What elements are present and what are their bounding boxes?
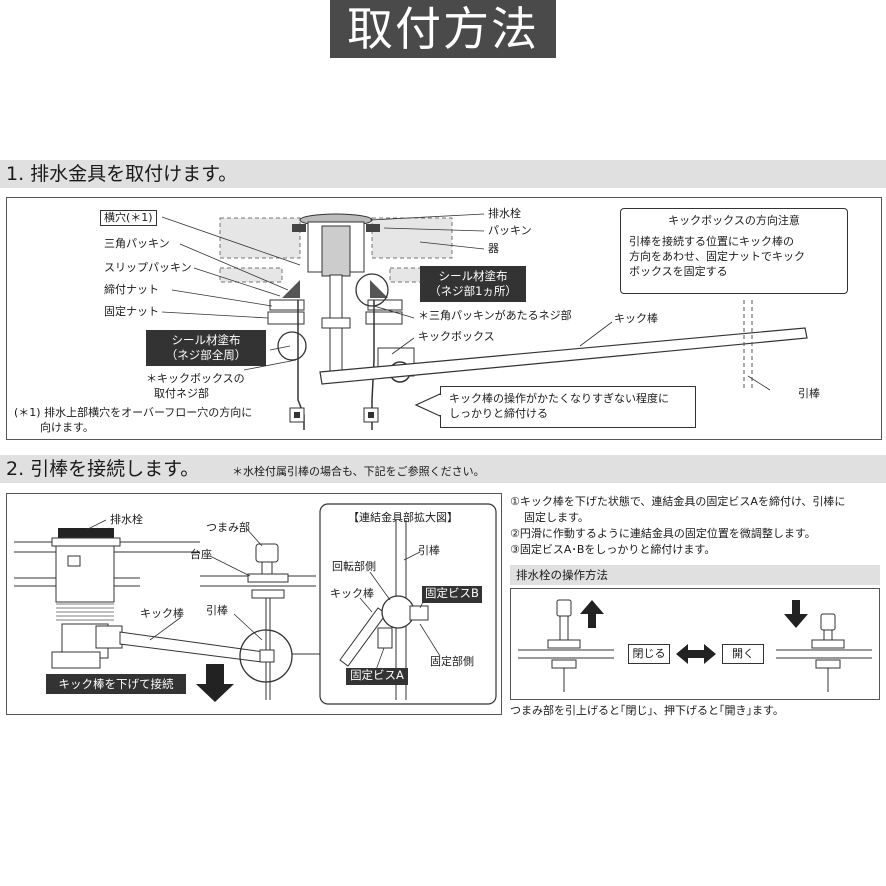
section-2-bar [0,455,886,483]
footnote-line2: 向けます。 [40,421,94,434]
label-yokoana: 横穴(＊1) [100,210,157,226]
caution-box: キックボックスの方向注意 引棒を接続する位置にキック棒の 方向をあわせ、固定ナッ… [620,208,848,294]
label-slip-packing: スリップパッキン [104,261,192,274]
s2-label-tsumami: つまみ部 [206,521,250,534]
close-label: 閉じる [628,644,670,664]
s2-label-kickbar: キック棒 [140,607,184,620]
seal-callout-right: シール材塗布 （ネジ部1ヵ所） [420,266,526,302]
seal-left-line1: シール材塗布 [171,333,241,347]
tighten-line2: しっかりと締付ける [449,407,548,420]
section-2-heading: 2. 引棒を接続します。 [6,458,200,480]
operation-note: つまみ部を引上げると｢閉じ｣、押下げると｢開き｣ます。 [510,704,784,717]
section-1-heading: 1. 排水金具を取付けます。 [6,163,238,185]
tighten-pointer-icon [414,393,442,417]
seal-left-line2: （ネジ部全周） [165,348,247,362]
zoom-label-kotei-b: 固定ビスB [422,586,482,603]
step3: ③固定ビスA･Bをしっかりと締付けます。 [510,543,716,556]
label-kickbar: キック棒 [614,312,658,325]
open-label: 開く [722,644,764,664]
tighten-line1: キック棒の操作がかたくなりすぎない程度に [449,392,669,405]
seal-callout-left: シール材塗布 （ネジ部全周） [146,330,266,366]
s2-label-daiza: 台座 [190,548,212,561]
label-hikibou: 引棒 [798,387,820,400]
kickbox-note-line2: 取付ネジ部 [154,387,209,400]
label-triangle-note: ＊三角パッキンがあたるネジ部 [418,309,572,322]
tighten-box: キック棒の操作がかたくなりすぎない程度に しっかりと締付ける [440,386,696,428]
label-haisuisen: 排水栓 [488,207,521,220]
footnote-line1: (＊1) 排水上部横穴をオーバーフロー穴の方向に [14,406,253,419]
label-kotei-nut: 固定ナット [104,305,159,318]
operation-heading: 排水栓の操作方法 [516,568,608,582]
zoom-label-kotei-side: 固定部側 [430,655,474,668]
caution-line3: ボックスを固定する [629,265,728,278]
kick-down-label: キック棒を下げて接続 [46,674,186,694]
s2-label-hikibou: 引棒 [206,604,228,617]
label-shimetsuke-nut: 締付ナット [104,283,159,296]
zoom-label-kaiten: 回転部側 [332,560,376,573]
caution-line2: 方向をあわせ、固定ナットでキック [629,250,805,263]
caution-title: キックボックスの方向注意 [668,214,800,227]
zoom-label-kotei-a: 固定ビスA [346,668,408,685]
step1-line2: 固定します。 [524,511,589,524]
step1-line1: ①キック棒を下げた状態で、連結金具の固定ビスAを締付け、引棒に [510,495,846,508]
seal-right-line2: （ネジ部1ヵ所） [429,284,517,298]
zoom-title: 【連結金具部拡大図】 [348,511,458,524]
seal-right-line1: シール材塗布 [438,269,508,283]
s2-label-haisuisen: 排水栓 [110,513,143,526]
section-1-bar [0,160,886,188]
label-packing: パッキン [488,224,532,237]
zoom-label-hikibou: 引棒 [418,544,440,557]
zoom-label-kickbar: キック棒 [330,587,374,600]
page-title: 取付方法 [330,0,556,58]
section-2-subnote: ＊水栓付属引棒の場合も、下記をご参照ください。 [232,465,485,478]
kickbox-note-line1: ＊キックボックスの [146,372,245,385]
label-kickbox: キックボックス [418,330,495,343]
step2: ②円滑に作動するように連結金具の固定位置を微調整します。 [510,527,816,540]
caution-line1: 引棒を接続する位置にキック棒の [629,235,794,248]
operation-bar [510,565,880,585]
label-sankaku-packing: 三角パッキン [104,237,170,250]
label-ki: 器 [488,242,499,255]
